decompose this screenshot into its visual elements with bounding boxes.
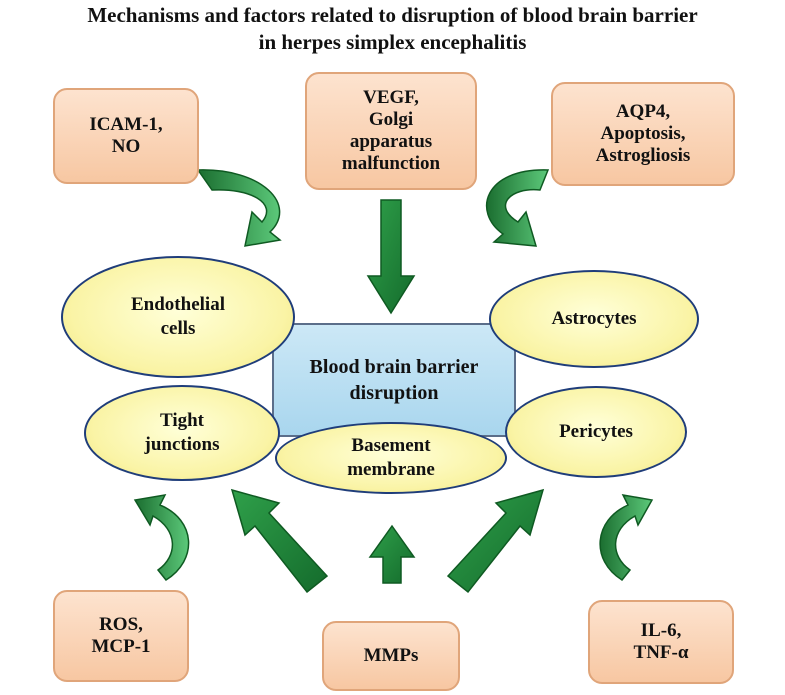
- factor-box-aqp4: AQP4, Apoptosis, Astrogliosis: [551, 82, 735, 186]
- factor-label-mmps: MMPs: [363, 645, 419, 666]
- central-box-bbb-disruption: Blood brain barrier disruption: [272, 323, 516, 437]
- factor-label-ros: ROS, MCP-1: [91, 614, 151, 657]
- arrow-mmps-to-pericytes: [446, 488, 545, 594]
- ellipse-astrocytes: Astrocytes: [489, 270, 699, 368]
- component-label-endothelial: Endothelial cells: [131, 294, 225, 339]
- diagram-title: Mechanisms and factors related to disrup…: [0, 2, 785, 56]
- curved-arrow-aqp4: [486, 169, 550, 247]
- curved-arrow-icam: [196, 169, 282, 247]
- central-label: Blood brain barrier disruption: [309, 356, 479, 404]
- curved-arrow-ros: [133, 494, 190, 581]
- factor-box-icam: ICAM-1, NO: [53, 88, 199, 184]
- title-line-1: Mechanisms and factors related to disrup…: [87, 3, 698, 27]
- title-line-2: in herpes simplex encephalitis: [258, 30, 527, 54]
- factor-box-vegf: VEGF, Golgi apparatus malfunction: [305, 72, 477, 190]
- factor-label-il6: IL-6, TNF-α: [633, 620, 689, 663]
- factor-label-vegf: VEGF, Golgi apparatus malfunction: [341, 87, 441, 174]
- component-label-tight: Tight junctions: [144, 410, 220, 455]
- curved-arrow-il6: [599, 494, 654, 581]
- ellipse-endothelial-cells: Endothelial cells: [61, 256, 295, 378]
- ellipse-basement-membrane: Basement membrane: [275, 422, 507, 494]
- ellipse-tight-junctions: Tight junctions: [84, 385, 280, 481]
- component-label-astrocytes: Astrocytes: [551, 308, 637, 329]
- factor-box-ros: ROS, MCP-1: [53, 590, 189, 682]
- arrow-vegf-to-center: [366, 199, 416, 315]
- component-label-basement: Basement membrane: [347, 435, 435, 480]
- factor-box-mmps: MMPs: [322, 621, 460, 691]
- factor-label-icam: ICAM-1, NO: [89, 114, 163, 157]
- arrow-mmps-to-basement: [368, 524, 416, 584]
- ellipse-pericytes: Pericytes: [505, 386, 687, 478]
- arrow-mmps-to-tight-junctions: [230, 488, 329, 594]
- component-label-pericytes: Pericytes: [559, 421, 633, 442]
- factor-box-il6: IL-6, TNF-α: [588, 600, 734, 684]
- factor-label-aqp4: AQP4, Apoptosis, Astrogliosis: [595, 101, 691, 166]
